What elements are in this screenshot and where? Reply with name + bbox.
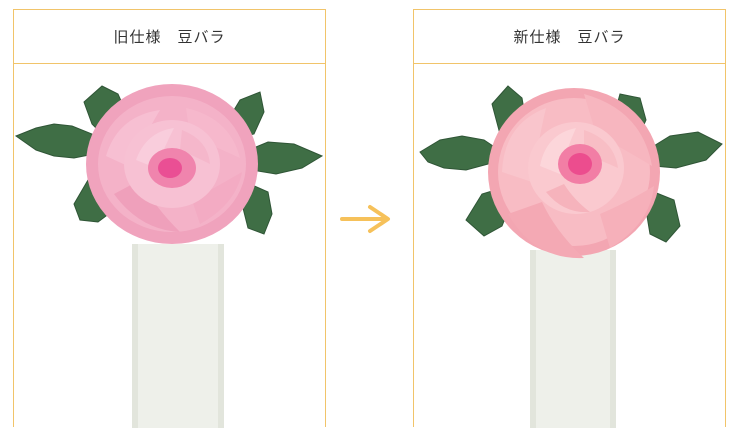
new-spec-title: 新仕様 豆バラ (414, 10, 725, 64)
old-ribbon (132, 244, 224, 428)
old-spec-panel: 旧仕様 豆バラ (13, 9, 326, 428)
old-rose-bloom (86, 84, 258, 244)
arrow-right-icon (340, 205, 390, 233)
new-ribbon (530, 250, 616, 428)
old-spec-title: 旧仕様 豆バラ (14, 10, 325, 64)
new-rose-photo (414, 64, 725, 428)
new-spec-panel: 新仕様 豆バラ (413, 9, 726, 428)
new-rose-bloom (488, 88, 660, 259)
old-rose-photo (14, 64, 325, 428)
